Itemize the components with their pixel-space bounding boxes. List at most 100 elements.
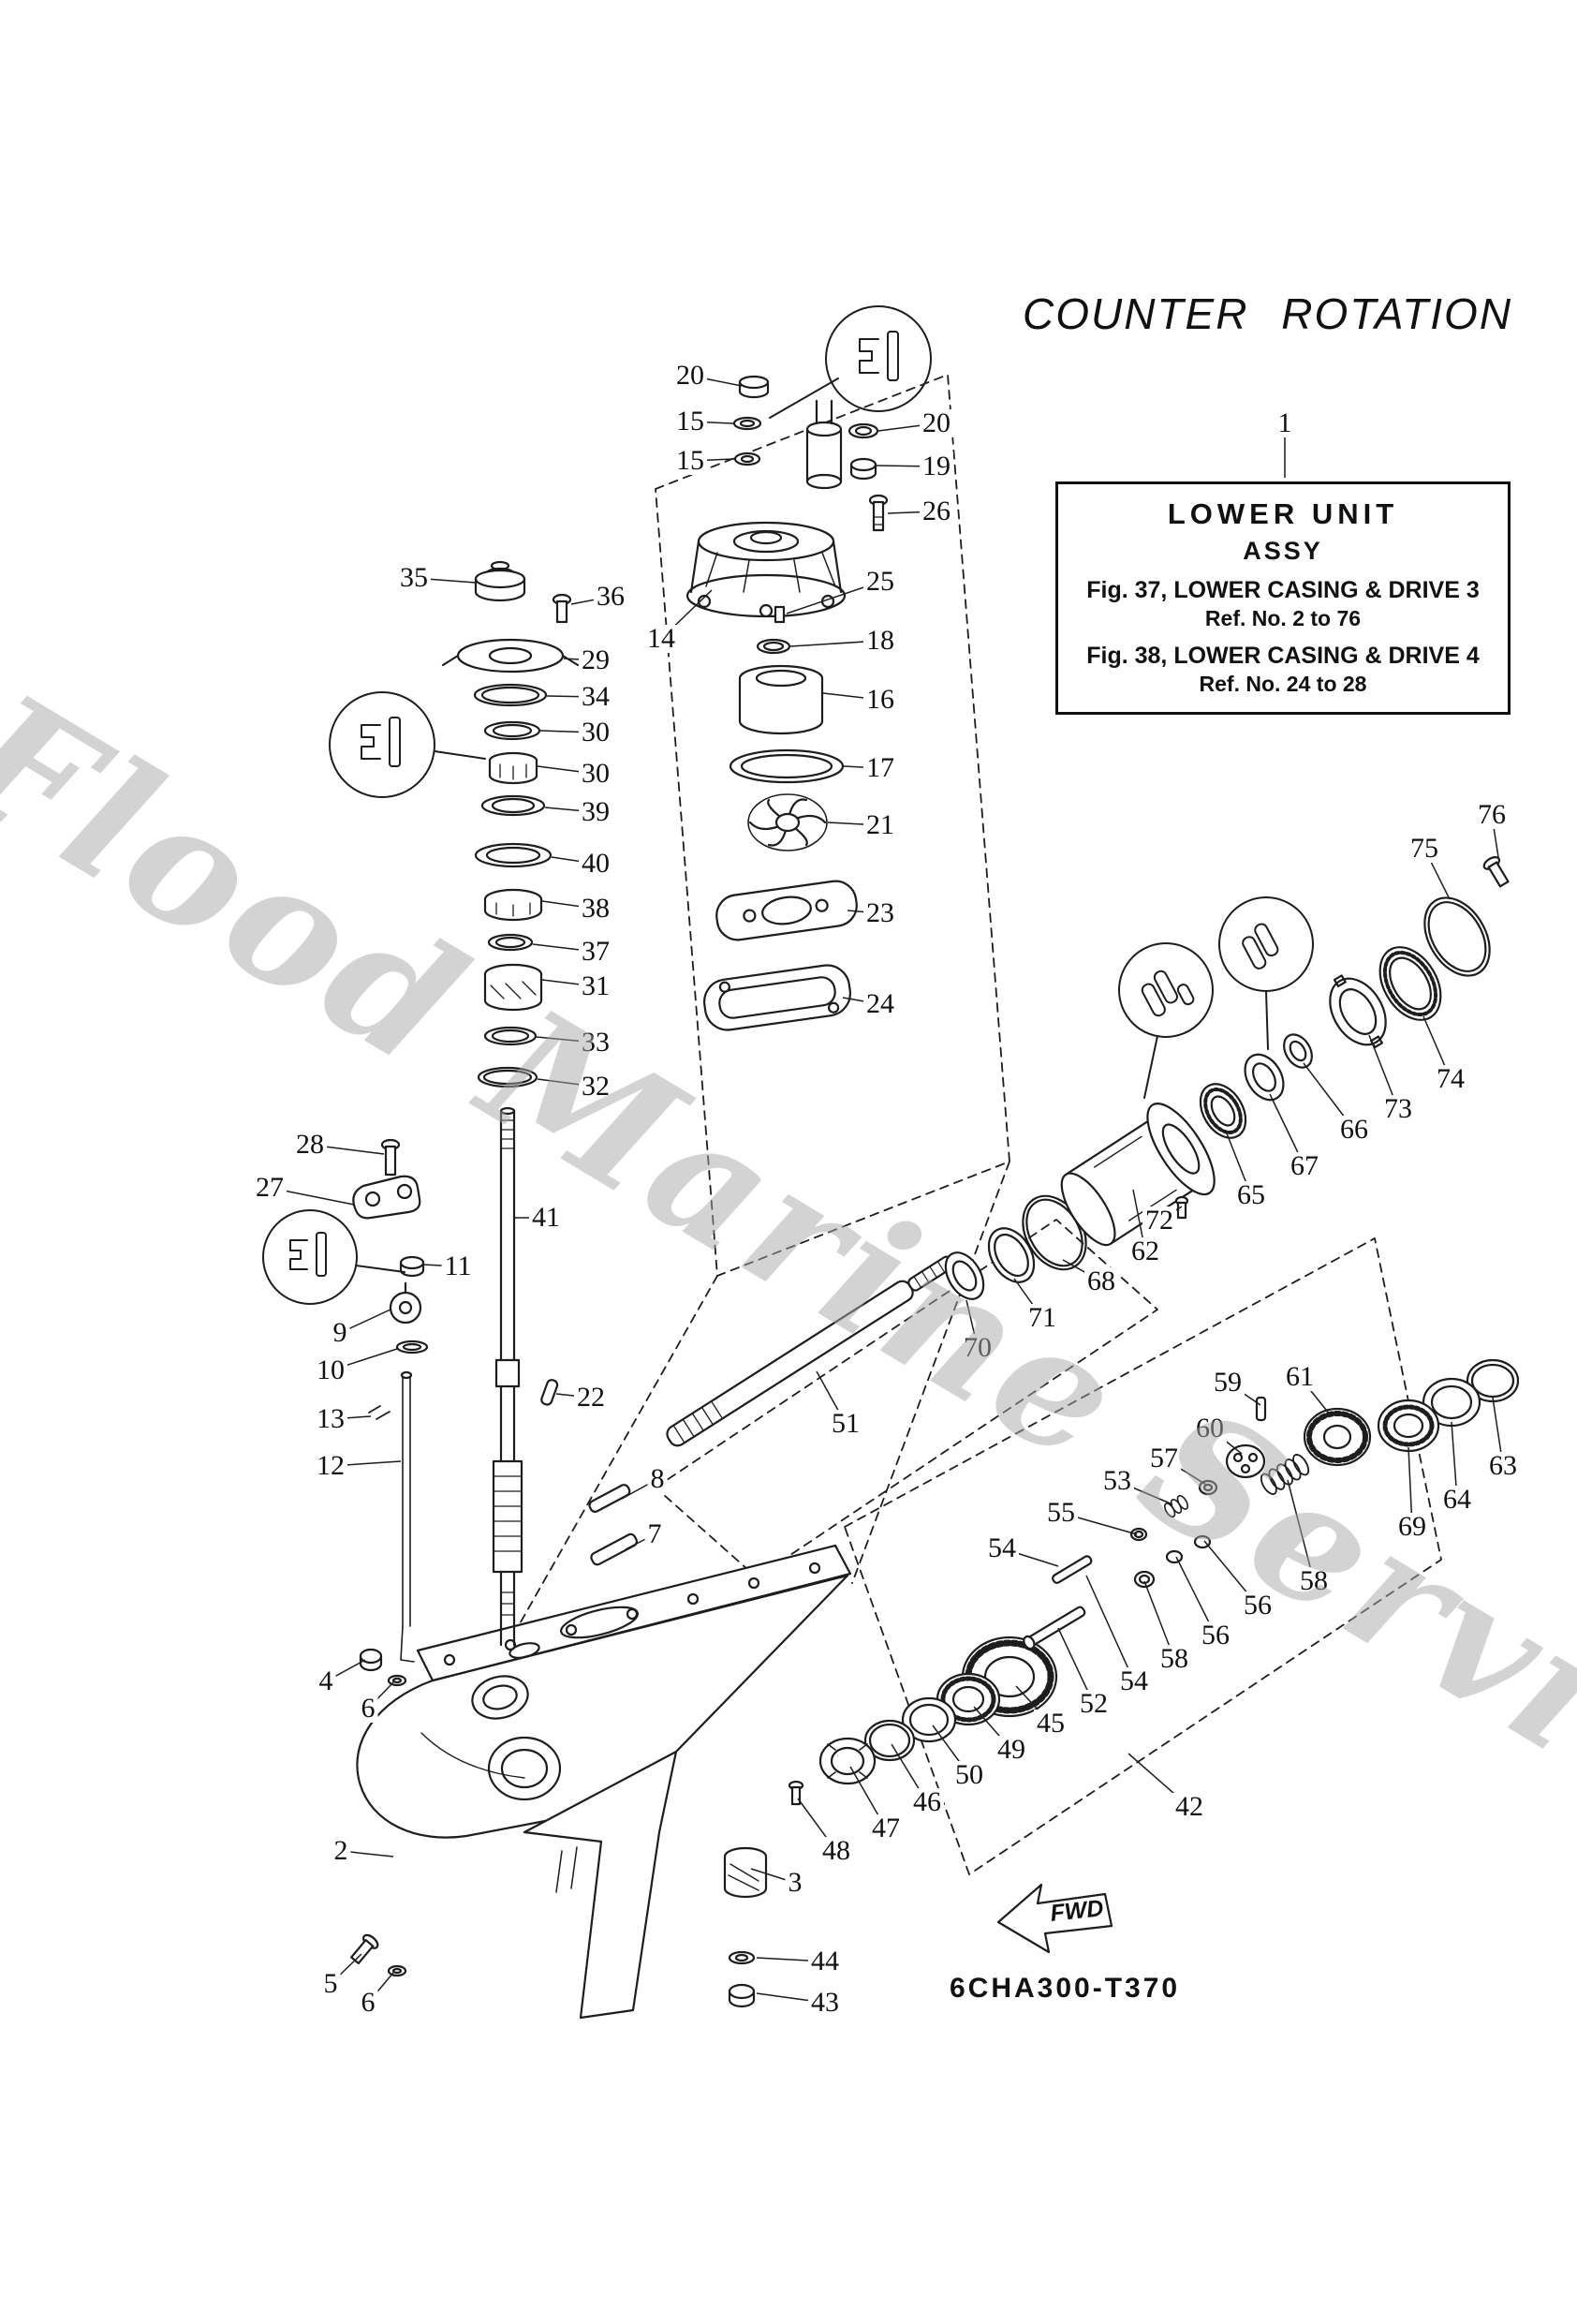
callout-44: 44	[808, 1947, 842, 1976]
callout-9: 9	[330, 1319, 350, 1347]
callout-30: 30	[579, 718, 612, 747]
info-box-title: LOWER UNIT	[1167, 497, 1399, 530]
callout-66: 66	[1337, 1116, 1371, 1144]
callout-75: 75	[1408, 835, 1441, 863]
callout-67: 67	[1288, 1152, 1321, 1180]
callout-27: 27	[253, 1174, 287, 1202]
callout-54: 54	[1117, 1667, 1151, 1695]
callout-40: 40	[579, 850, 612, 878]
shift-rod-and-small-parts	[352, 1138, 638, 1663]
callout-53: 53	[1100, 1467, 1134, 1495]
info-box-ref-line-1: Ref. No. 2 to 76	[1204, 606, 1362, 630]
callout-62: 62	[1128, 1237, 1162, 1266]
callout-6: 6	[358, 1695, 378, 1723]
callout-3: 3	[785, 1869, 805, 1897]
gear-cluster	[788, 1358, 1520, 1806]
callout-52: 52	[1077, 1690, 1111, 1718]
info-box-fig-line-2: Fig. 38, LOWER CASING & DRIVE 4	[1086, 643, 1480, 669]
callout-2: 2	[331, 1837, 351, 1865]
casing-hardware	[350, 1648, 407, 1977]
callout-72: 72	[1142, 1206, 1176, 1235]
callout-5: 5	[320, 1970, 341, 1998]
callout-12: 12	[314, 1452, 347, 1480]
callout-6: 6	[358, 1989, 378, 2017]
callout-21: 21	[863, 811, 897, 839]
drawing-code: 6CHA300-T370	[950, 1973, 1181, 2004]
callout-37: 37	[579, 938, 612, 966]
callout-4: 4	[316, 1667, 336, 1695]
info-box-fig-line-1: Fig. 37, LOWER CASING & DRIVE 3	[1086, 577, 1480, 603]
lower-casing	[356, 1544, 852, 2020]
callout-50: 50	[952, 1761, 986, 1789]
callout-18: 18	[863, 627, 897, 655]
fwd-arrow	[996, 1883, 1113, 1954]
detail-circles	[262, 305, 1314, 1305]
callout-22: 22	[574, 1384, 608, 1412]
callout-56: 56	[1241, 1591, 1275, 1620]
callout-56: 56	[1199, 1621, 1232, 1650]
callout-19: 19	[920, 452, 953, 481]
dashed-assembly-boxes	[486, 374, 1442, 1875]
callout-46: 46	[910, 1788, 944, 1816]
callout-43: 43	[808, 1989, 842, 2017]
page-title: COUNTER ROTATION	[1023, 289, 1513, 338]
driveshaft	[492, 1106, 523, 1647]
callout-1: 1	[1275, 409, 1295, 437]
callout-39: 39	[579, 798, 612, 826]
callout-71: 71	[1025, 1304, 1059, 1332]
bearing-carrier-assembly	[1060, 856, 1510, 1247]
callout-16: 16	[863, 686, 897, 714]
callout-17: 17	[863, 754, 897, 782]
callout-61: 61	[1283, 1363, 1317, 1391]
callout-59: 59	[1211, 1369, 1245, 1397]
callout-41: 41	[529, 1204, 563, 1232]
info-box: LOWER UNIT ASSY Fig. 37, LOWER CASING & …	[1055, 481, 1511, 715]
callout-11: 11	[441, 1252, 475, 1280]
callout-51: 51	[829, 1410, 862, 1438]
callout-58: 58	[1157, 1645, 1191, 1673]
callout-57: 57	[1147, 1444, 1181, 1473]
anode-and-nut	[723, 1846, 768, 2008]
callout-14: 14	[644, 625, 678, 653]
callout-30: 30	[579, 760, 612, 788]
callout-48: 48	[819, 1837, 853, 1865]
callout-49: 49	[995, 1736, 1028, 1764]
callout-20: 20	[920, 409, 953, 437]
callout-47: 47	[869, 1814, 903, 1843]
callout-10: 10	[314, 1356, 347, 1384]
callout-28: 28	[293, 1131, 327, 1159]
callout-15: 15	[673, 407, 707, 436]
callout-23: 23	[863, 899, 897, 927]
callout-42: 42	[1172, 1793, 1206, 1821]
callout-70: 70	[961, 1334, 995, 1362]
info-box-ref-line-2: Ref. No. 24 to 28	[1199, 672, 1367, 696]
callout-69: 69	[1395, 1513, 1429, 1541]
callout-25: 25	[863, 568, 897, 596]
callout-55: 55	[1044, 1499, 1078, 1527]
driveshaft-seal-stack	[441, 560, 580, 1088]
callout-32: 32	[579, 1073, 612, 1101]
callout-34: 34	[579, 683, 612, 711]
callout-36: 36	[594, 583, 627, 611]
callout-65: 65	[1234, 1181, 1268, 1209]
callout-15: 15	[673, 447, 707, 475]
callout-29: 29	[579, 646, 612, 674]
callout-38: 38	[579, 895, 612, 923]
callout-54: 54	[985, 1534, 1019, 1562]
callout-31: 31	[579, 972, 612, 1000]
callout-64: 64	[1440, 1486, 1474, 1514]
callout-76: 76	[1475, 801, 1509, 829]
callout-74: 74	[1434, 1065, 1467, 1093]
info-box-subtitle: ASSY	[1243, 537, 1323, 565]
callout-63: 63	[1486, 1452, 1520, 1480]
callout-26: 26	[920, 497, 953, 525]
callout-33: 33	[579, 1029, 612, 1057]
callout-7: 7	[644, 1520, 665, 1548]
callout-24: 24	[863, 990, 897, 1018]
callout-58: 58	[1297, 1567, 1331, 1595]
callout-35: 35	[397, 564, 431, 592]
callout-73: 73	[1381, 1095, 1415, 1123]
callout-8: 8	[647, 1465, 668, 1493]
